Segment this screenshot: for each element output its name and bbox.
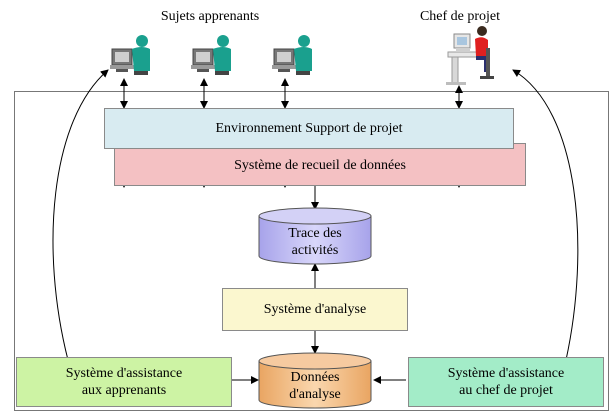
activity-trace-text: Trace des activités (259, 222, 371, 262)
learner-icon (272, 35, 312, 75)
learner-feedback-arrow (52, 69, 109, 361)
support-env-label: Environnement Support de projet (215, 120, 403, 136)
analysis-system-box: Système d'analyse (222, 288, 408, 331)
analysis-data-line2: d'analyse (289, 387, 341, 402)
learner-assist-line2: aux apprenants (81, 383, 167, 398)
data-collection-box: Système de recueil de données (114, 143, 526, 186)
learner-icon (191, 35, 231, 75)
learners-label: Sujets apprenants (160, 9, 260, 24)
analysis-data-cylinder (258, 352, 372, 409)
support-env-box: Environnement Support de projet (104, 108, 514, 149)
analysis-data-text: Données d'analyse (259, 366, 371, 406)
analysis-data-line1: Données (290, 369, 340, 385)
lead-feedback-arrow (512, 69, 579, 361)
activity-trace-line2: activités (291, 243, 339, 258)
lead-assist-box: Système d'assistance au chef de projet (408, 357, 604, 407)
learner-assist-box: Système d'assistance aux apprenants (16, 357, 232, 407)
learner-assist-line1: Système d'assistance (65, 365, 183, 381)
data-collection-label: Système de recueil de données (234, 158, 406, 173)
lead-assist-line2: au chef de projet (459, 383, 553, 398)
project-lead-label: Chef de projet (419, 9, 501, 24)
system-frame (14, 91, 609, 411)
analysis-system-label: Système d'analyse (263, 301, 367, 317)
activity-trace-line1: Trace des (288, 225, 342, 241)
activity-trace-cylinder (258, 207, 372, 265)
lead-assist-line1: Système d'assistance (447, 365, 565, 381)
learner-icon (110, 35, 150, 75)
project-lead-icon (446, 26, 494, 85)
